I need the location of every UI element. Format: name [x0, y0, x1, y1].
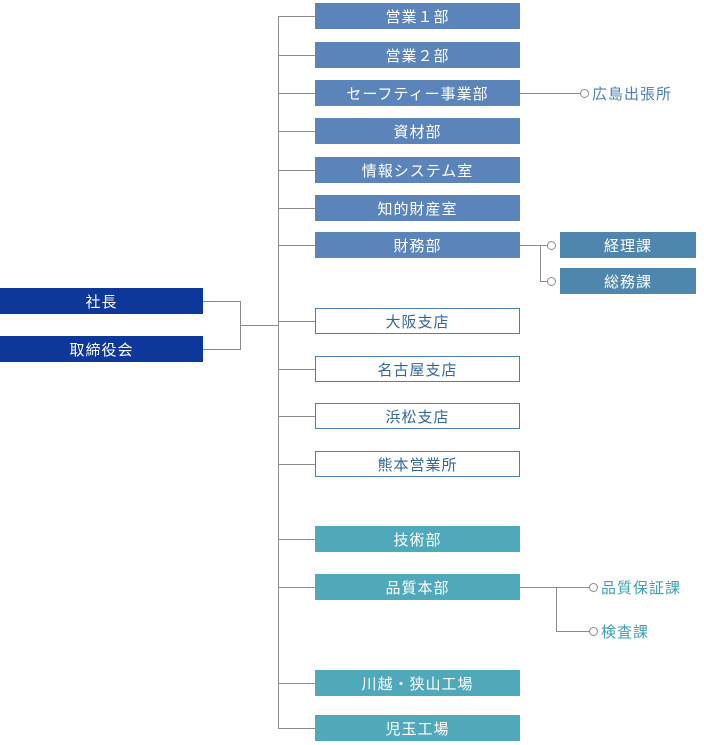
stub-line-materials — [278, 131, 315, 132]
box-sales-dept-2: 営業２部 — [315, 42, 520, 68]
finance-branch-line-bottom — [540, 281, 547, 282]
label-quality-assurance-section: 品質保証課 — [601, 578, 682, 597]
node-circle-accounting — [547, 241, 556, 250]
finance-branch-line-top — [520, 245, 547, 246]
box-hamamatsu-branch: 浜松支店 — [315, 403, 520, 429]
label-hiroshima-branch-office: 広島出張所 — [592, 84, 673, 103]
stub-line-safety — [278, 93, 315, 94]
box-finance-dept: 財務部 — [315, 232, 520, 258]
stub-line-kawagoe — [278, 683, 315, 684]
box-quality-hq: 品質本部 — [315, 574, 520, 600]
stub-line-hamamatsu — [278, 416, 315, 417]
stub-line-nagoya — [278, 369, 315, 370]
box-osaka-branch: 大阪支店 — [315, 308, 520, 334]
box-president: 社長 — [0, 288, 203, 314]
stub-line-engineering — [278, 539, 315, 540]
stub-line-osaka — [278, 321, 315, 322]
safety-branch-line — [520, 93, 580, 94]
stub-line-finance — [278, 245, 315, 246]
stub-line-info-systems — [278, 170, 315, 171]
box-sales-dept-1: 営業１部 — [315, 3, 520, 29]
node-circle-inspection — [589, 627, 598, 636]
executive-to-trunk-line — [240, 325, 278, 326]
box-accounting-section: 経理課 — [560, 232, 696, 258]
president-line — [203, 301, 240, 302]
box-nagoya-branch: 名古屋支店 — [315, 356, 520, 382]
box-kodama-plant: 児玉工場 — [315, 715, 520, 741]
label-inspection-section: 検査課 — [601, 622, 650, 641]
finance-branch-vline — [540, 245, 541, 282]
board-line — [203, 349, 240, 350]
box-materials-dept: 資材部 — [315, 118, 520, 144]
stub-line-kodama — [278, 728, 315, 729]
box-safety-division: セーフティー事業部 — [315, 80, 520, 106]
stub-line-sales1 — [278, 16, 315, 17]
quality-branch-vline — [556, 587, 557, 632]
box-kawagoe-sayama-plant: 川越・狭山工場 — [315, 670, 520, 696]
stub-line-quality-hq — [278, 587, 315, 588]
trunk-line — [278, 16, 279, 728]
stub-line-kumamoto — [278, 464, 315, 465]
box-info-systems-office: 情報システム室 — [315, 157, 520, 183]
quality-branch-line-top — [520, 587, 589, 588]
node-circle-quality-assurance — [589, 583, 598, 592]
quality-branch-line-bottom — [556, 631, 589, 632]
box-intellectual-property-office: 知的財産室 — [315, 195, 520, 221]
box-engineering-dept: 技術部 — [315, 526, 520, 552]
box-general-affairs-section: 総務課 — [560, 268, 696, 294]
stub-line-sales2 — [278, 55, 315, 56]
box-kumamoto-sales-office: 熊本営業所 — [315, 451, 520, 477]
node-circle-hiroshima — [580, 89, 589, 98]
box-board: 取締役会 — [0, 336, 203, 362]
node-circle-general-affairs — [547, 277, 556, 286]
stub-line-intellectual-property — [278, 208, 315, 209]
